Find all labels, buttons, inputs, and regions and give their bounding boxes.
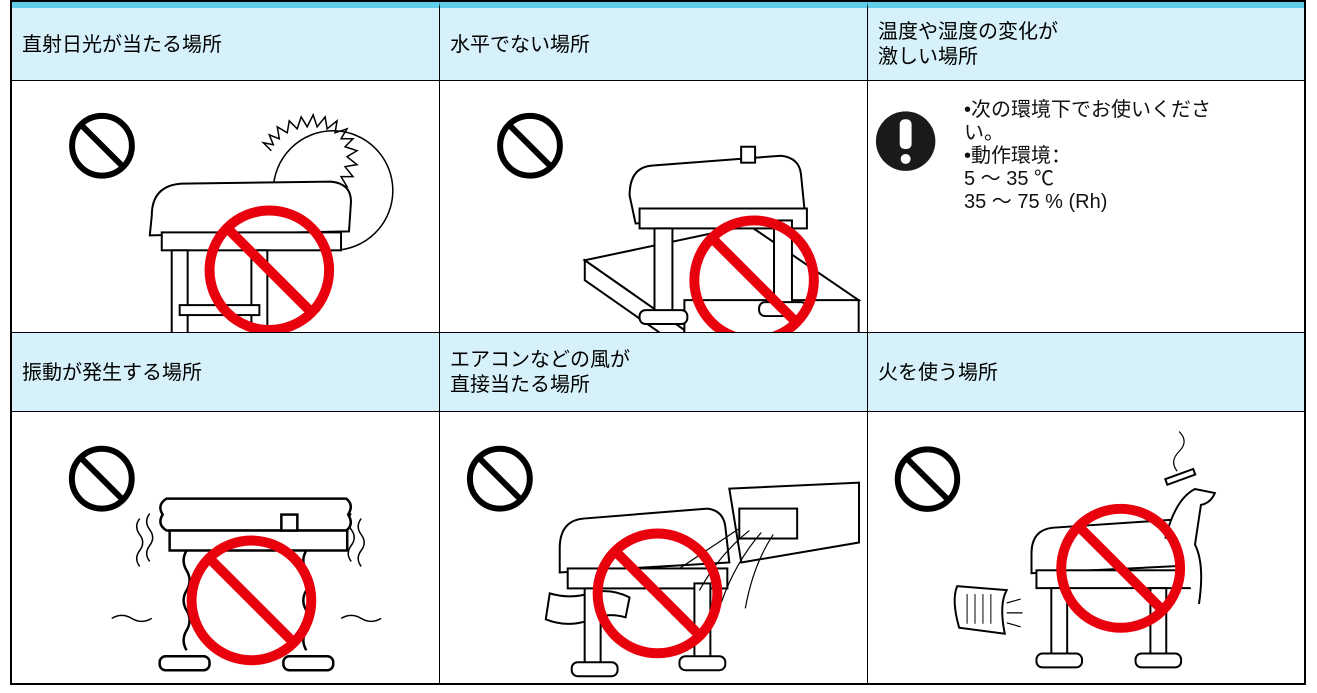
picture-fire <box>868 412 1304 683</box>
operating-conditions-note: •次の環境下でお使いくださ い。 •動作環境： 5 ～ 35 ℃ 35 ～ 75… <box>964 99 1211 214</box>
note-operating-env: •動作環境： <box>964 145 1072 167</box>
heading-not-level: 水平でない場所 <box>450 31 590 56</box>
slope-icon <box>497 112 862 332</box>
heading-fire: 火を使う場所 <box>878 359 998 384</box>
note-temperature: 5 ～ 35 ℃ <box>964 168 1055 190</box>
vibration-icon <box>68 445 382 672</box>
air-conditioner-icon <box>466 445 861 678</box>
picture-vibration <box>12 412 440 683</box>
heading-vibration: 振動が発生する場所 <box>22 359 202 384</box>
note-humidity: 35 ～ 75 % (Rh) <box>964 191 1108 213</box>
environment-table: 直射日光が当たる場所 水平でない場所 温度や湿度の変化が 激しい場所 <box>10 0 1306 685</box>
exclamation-icon <box>875 111 936 171</box>
fire-icon <box>894 431 1217 669</box>
picture-temp-humidity: •次の環境下でお使いくださ い。 •動作環境： 5 ～ 35 ℃ 35 ～ 75… <box>868 81 1304 333</box>
header-temp-humidity: 温度や湿度の変化が 激しい場所 <box>868 2 1304 81</box>
heading-air-conditioner: エアコンなどの風が 直接当たる場所 <box>450 347 630 396</box>
header-vibration: 振動が発生する場所 <box>12 333 440 412</box>
header-fire: 火を使う場所 <box>868 333 1304 412</box>
header-not-level: 水平でない場所 <box>440 2 868 81</box>
heading-direct-sunlight: 直射日光が当たる場所 <box>22 31 222 56</box>
sun-icon <box>69 112 394 332</box>
picture-air-conditioner <box>440 412 868 683</box>
heading-temp-humidity: 温度や湿度の変化が 激しい場所 <box>878 19 1058 68</box>
header-direct-sunlight: 直射日光が当たる場所 <box>12 2 440 81</box>
picture-direct-sunlight <box>12 81 440 333</box>
note-use-under: •次の環境下でお使いくださ い。 <box>964 99 1212 144</box>
picture-not-level <box>440 81 868 333</box>
header-air-conditioner: エアコンなどの風が 直接当たる場所 <box>440 333 868 412</box>
